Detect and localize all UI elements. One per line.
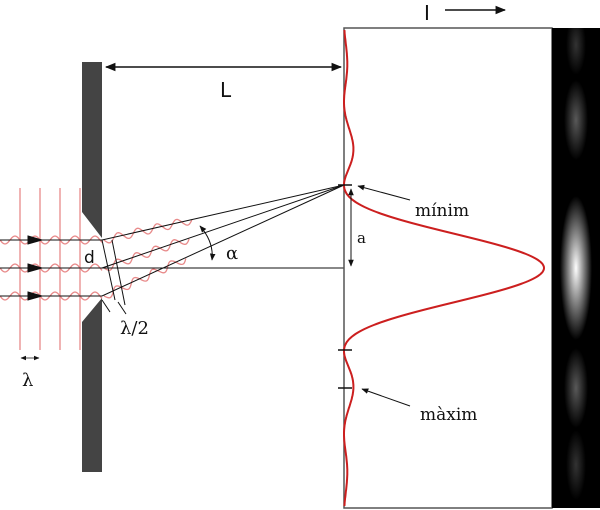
diffracted-rays	[101, 184, 552, 315]
incoming-wave	[0, 263, 103, 273]
slit-width-label: d	[84, 248, 95, 268]
angle-arc	[199, 225, 216, 261]
maximum-pointer	[361, 388, 411, 407]
wavelength-label: λ	[22, 370, 33, 391]
offset-label: a	[357, 229, 366, 247]
minimum-pointer	[357, 184, 411, 201]
incoming-wave	[0, 235, 103, 245]
minimum-label: mínim	[415, 201, 469, 221]
diffracted-wave	[103, 258, 187, 299]
diffracted-wave	[103, 238, 190, 271]
maximum-label: màxim	[420, 405, 477, 425]
incoming-rays	[0, 235, 102, 301]
half-wavelength-label: λ/2	[120, 318, 149, 339]
distance-label: L	[220, 78, 232, 102]
wave-trains	[0, 218, 193, 301]
incoming-wave	[0, 291, 103, 301]
slit-barrier	[82, 62, 102, 472]
fringe-strip	[552, 15, 600, 508]
diffracted-wave	[103, 218, 193, 244]
intensity-label: I	[424, 1, 430, 25]
intensity-curve	[343, 29, 546, 507]
fringe-ticks	[338, 184, 352, 389]
screen	[343, 27, 553, 509]
angle-label: α	[226, 243, 238, 264]
